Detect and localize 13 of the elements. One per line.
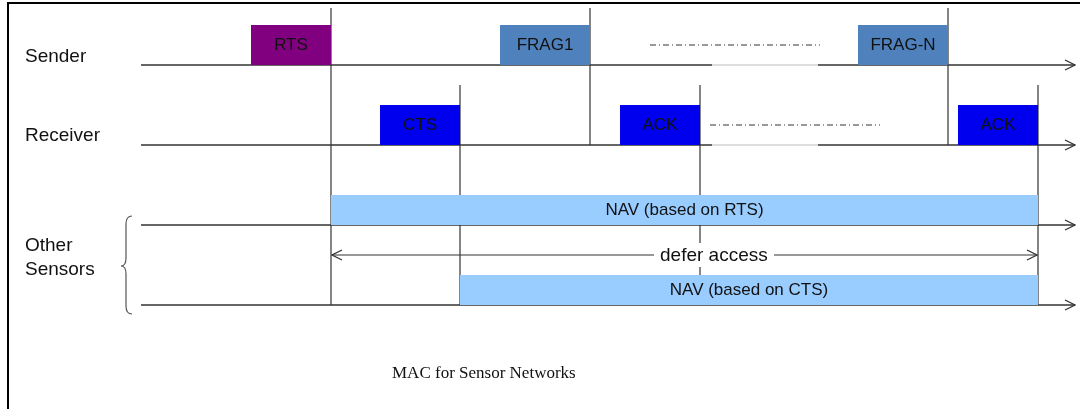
nav-bar: NAV (based on CTS) xyxy=(460,275,1038,305)
dimension-label: defer access xyxy=(654,243,774,267)
frame-box: FRAG1 xyxy=(500,25,590,65)
frame-box: ACK xyxy=(620,105,700,145)
frame-box: FRAG-N xyxy=(858,25,948,65)
frame-box: RTS xyxy=(251,25,331,65)
caption: MAC for Sensor Networks xyxy=(392,363,576,383)
row-label: Sender xyxy=(25,44,87,68)
row-label: Other Sensors xyxy=(25,233,96,281)
row-label: Receiver xyxy=(25,123,100,147)
frame-box: CTS xyxy=(380,105,460,145)
nav-bar: NAV (based on RTS) xyxy=(331,195,1038,225)
frame-box: ACK xyxy=(958,105,1038,145)
